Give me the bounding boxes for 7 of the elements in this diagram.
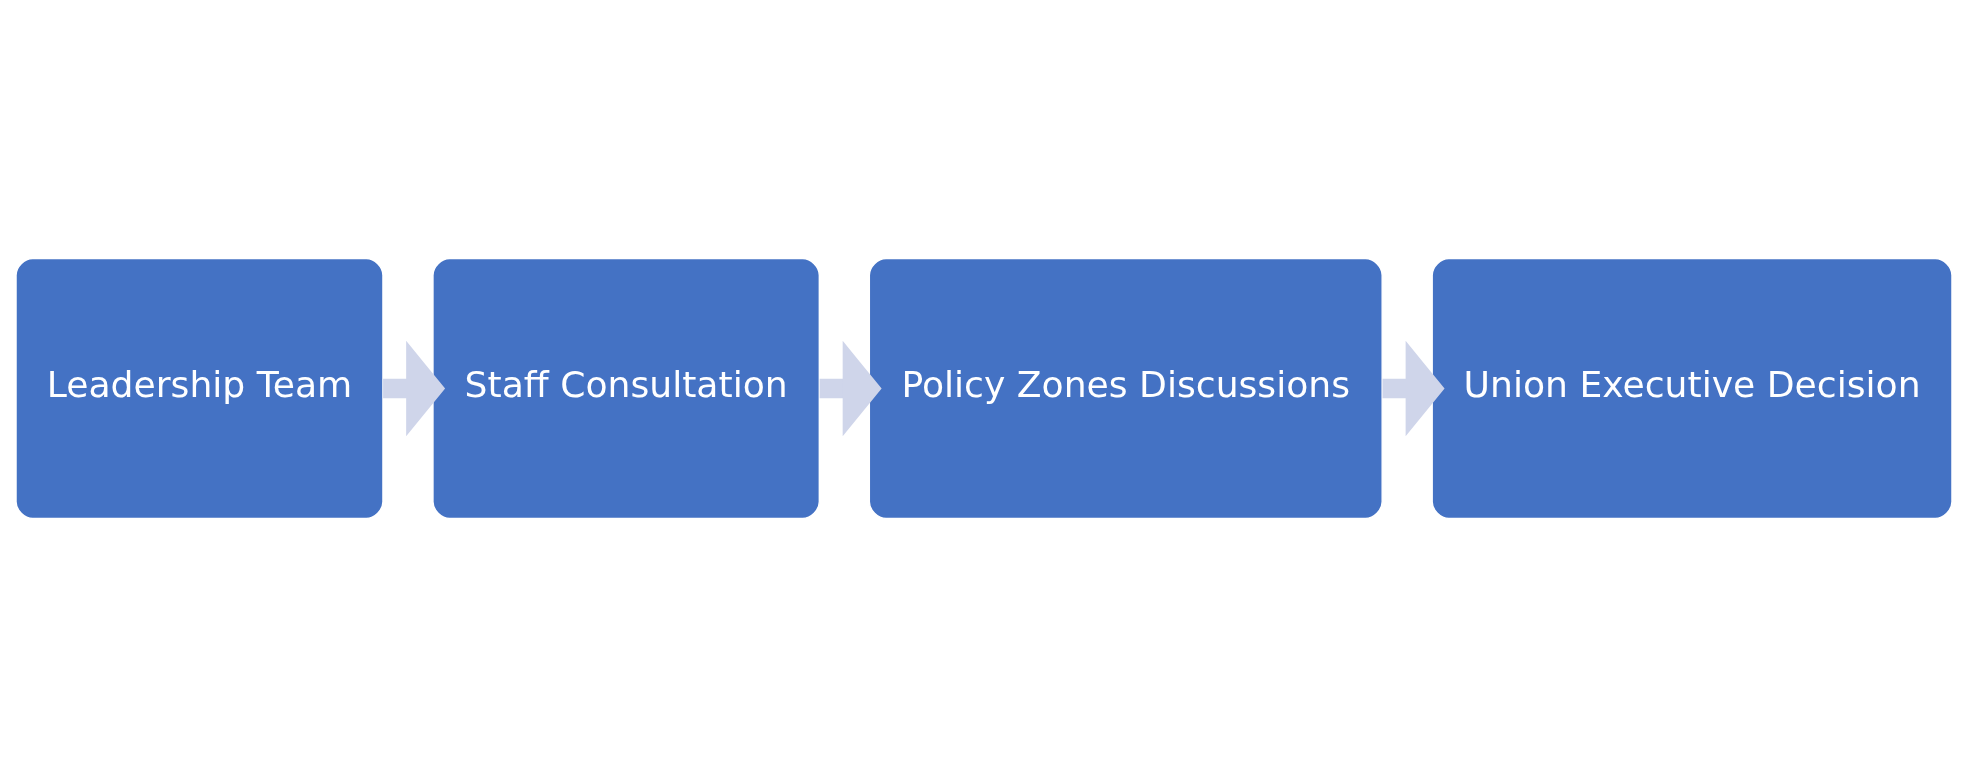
arrow <box>383 340 446 436</box>
node-box: Policy Zones Discussions <box>868 257 1383 519</box>
arrow <box>819 340 882 436</box>
node-box: Leadership Team <box>15 257 384 519</box>
node-box: Union Executive Decision <box>1431 257 1953 519</box>
node-box: Staff Consultation <box>432 257 820 519</box>
arrow <box>1382 340 1445 436</box>
